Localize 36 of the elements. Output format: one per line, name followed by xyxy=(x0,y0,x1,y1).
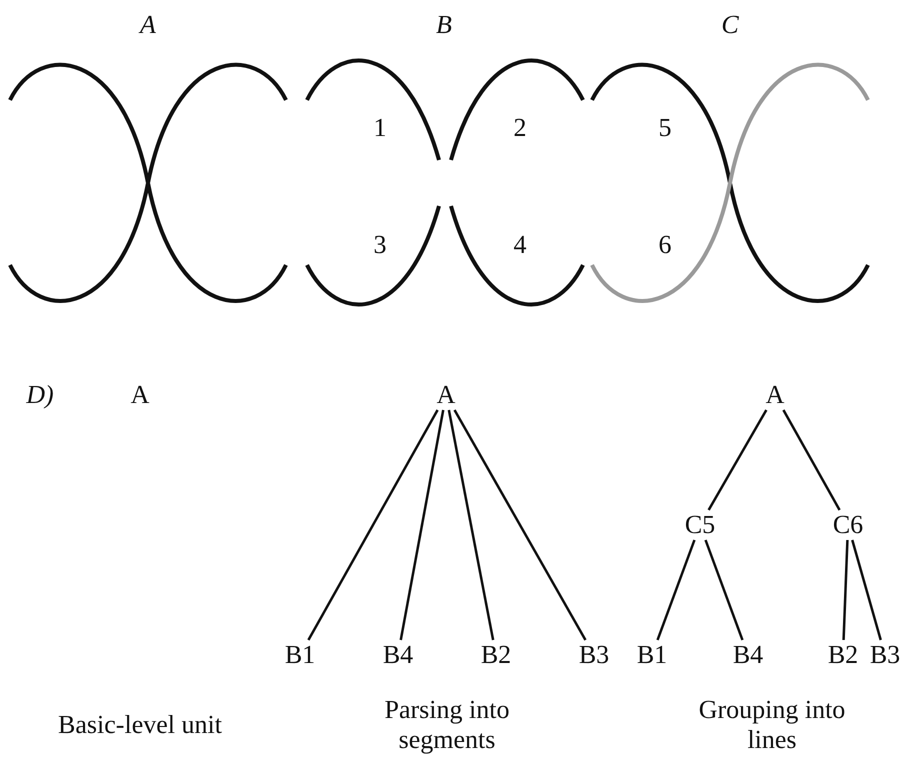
panel-letter: C xyxy=(721,10,739,40)
tree-branch-line xyxy=(782,409,841,511)
segment-number: 5 xyxy=(658,113,672,143)
tree-node-label: B1 xyxy=(284,640,316,670)
panel-letter: B xyxy=(436,10,452,40)
tree-branch-line xyxy=(400,410,444,640)
tree-node-label: A xyxy=(130,380,150,410)
tree-branch-line xyxy=(704,540,744,640)
segment-number: 4 xyxy=(514,230,526,260)
segment-number: 3 xyxy=(374,230,386,260)
tree-branch-line xyxy=(453,409,587,641)
panel-letter: A xyxy=(140,10,156,40)
tree-branch-line xyxy=(656,540,696,640)
tree-node-label: B3 xyxy=(870,640,900,670)
caption-text: Basic-level unit xyxy=(57,710,223,740)
caption-text: Parsing into segments xyxy=(384,695,510,755)
tree-node-label: B4 xyxy=(732,640,764,670)
tree-node-label: B4 xyxy=(382,640,414,670)
tree-branch-line xyxy=(708,409,768,511)
panel-letter: D) xyxy=(26,380,54,410)
tree-node-label: B2 xyxy=(828,640,858,670)
tree-node-label: A xyxy=(766,380,784,410)
tree-node-label: B2 xyxy=(480,640,512,670)
segment-number: 6 xyxy=(658,230,672,260)
tree-branch-line xyxy=(842,540,849,640)
tree-branch-line xyxy=(448,410,494,640)
tree-node-label: B3 xyxy=(578,640,610,670)
tree-node-label: C5 xyxy=(684,510,716,540)
tree-node-label: B1 xyxy=(636,640,668,670)
caption-text: Grouping into lines xyxy=(698,695,846,755)
tree-node-label: C6 xyxy=(832,510,864,540)
segment-number: 1 xyxy=(374,113,386,143)
tree-node-label: A xyxy=(436,380,456,410)
segment-number: 2 xyxy=(514,113,526,143)
tree-branch-line xyxy=(851,540,882,640)
tree-branch-line xyxy=(307,409,439,641)
